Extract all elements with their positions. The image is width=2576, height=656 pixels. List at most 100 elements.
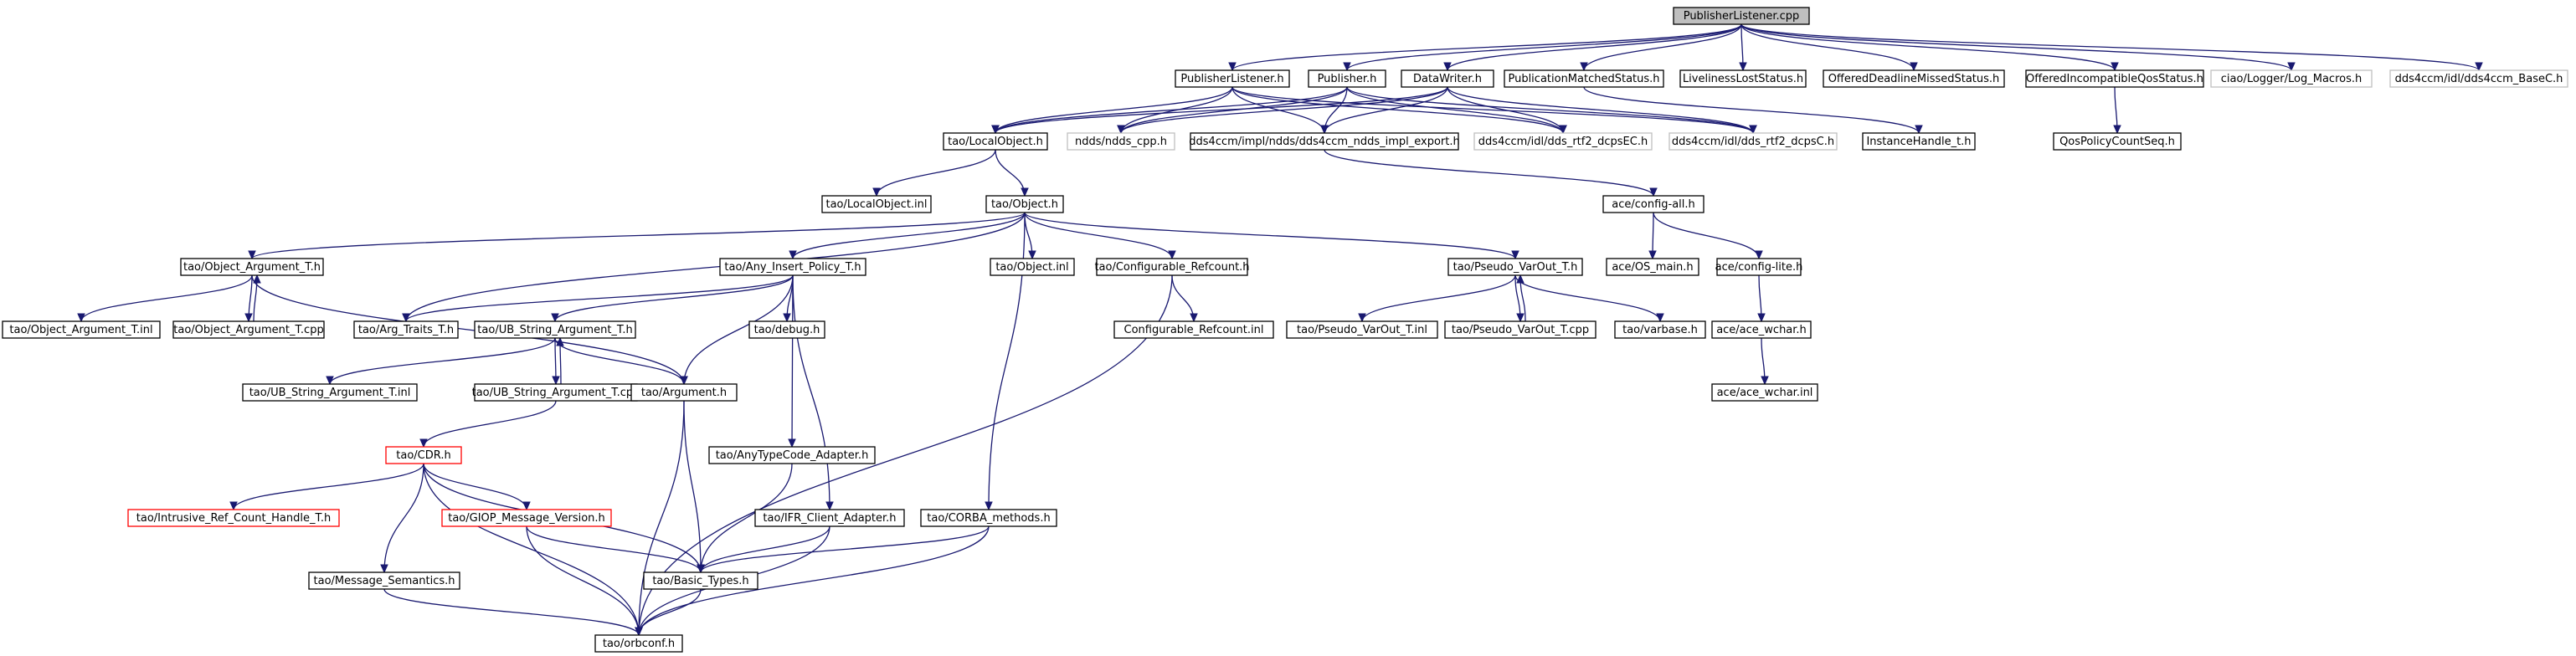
node-publicationmatchedstatus-h[interactable]: PublicationMatchedStatus.h xyxy=(1504,69,1664,88)
edge-tao-object-h-to-tao-configurable-refcount-h xyxy=(1024,212,1176,260)
edge-tao-cdr-h-to-tao-message-semantics-h xyxy=(380,463,424,574)
edge-datawriter-h-to-tao-localobject-h xyxy=(991,86,1448,135)
node-box xyxy=(1711,383,1818,402)
node-box xyxy=(1096,258,1248,276)
node-tao-arg-traits-t-h[interactable]: tao/Arg_Traits_T.h xyxy=(353,320,459,339)
node-tao-ub-string-argument-t-cpp[interactable]: tao/UB_String_Argument_T.cpp xyxy=(472,383,640,402)
edge-tao-object-h-to-tao-object-argument-t-h xyxy=(248,212,1026,260)
node-label: OfferedDeadlineMissedStatus.h xyxy=(1828,73,2000,85)
node-tao-localobject-h[interactable]: tao/LocalObject.h xyxy=(943,132,1048,151)
node-label: tao/LocalObject.inl xyxy=(825,198,927,211)
node-ace-config-all-h[interactable]: ace/config-all.h xyxy=(1602,195,1704,213)
node-tao-ifr-client-adapter-h[interactable]: tao/IFR_Client_Adapter.h xyxy=(754,509,905,527)
node-publisherlistener-cpp[interactable]: PublisherListener.cpp xyxy=(1673,7,1810,25)
node-offeredincompatibleqosstatus-h[interactable]: OfferedIncompatibleQosStatus.h xyxy=(2025,69,2204,88)
node-tao-pseudo-varout-t-cpp[interactable]: tao/Pseudo_VarOut_T.cpp xyxy=(1444,320,1597,339)
node-tao-cdr-h[interactable]: tao/CDR.h xyxy=(385,446,462,464)
node-ace-os-main-h[interactable]: ace/OS_main.h xyxy=(1606,258,1699,276)
edge-tao-object-h-to-tao-any-insert-policy-t-h xyxy=(789,212,1026,260)
node-tao-pseudo-varout-t-inl[interactable]: tao/Pseudo_VarOut_T.inl xyxy=(1286,320,1438,339)
node-configurable-refcount-inl[interactable]: Configurable_Refcount.inl xyxy=(1113,320,1274,339)
node-box xyxy=(719,258,866,276)
node-tao-basic-types-h[interactable]: tao/Basic_Types.h xyxy=(643,571,758,590)
node-ace-config-lite-h[interactable]: ace/config-lite.h xyxy=(1715,258,1803,276)
node-ciao-logger-log-macros-h[interactable]: ciao/Logger/Log_Macros.h xyxy=(2210,69,2373,88)
node-tao-configurable-refcount-h[interactable]: tao/Configurable_Refcount.h xyxy=(1094,258,1250,276)
node-dds4ccm-idl-dds-rtf2-dcpsc-h[interactable]: dds4ccm/idl/dds_rtf2_dcpsC.h xyxy=(1668,132,1838,151)
node-box xyxy=(180,258,324,276)
node-tao-object-inl[interactable]: tao/Object.inl xyxy=(990,258,1075,276)
node-tao-anytypecode-adapter-h[interactable]: tao/AnyTypeCode_Adapter.h xyxy=(708,446,876,464)
edge-tao-object-h-to-tao-corba-methods-h xyxy=(985,212,1026,511)
node-tao-ub-string-argument-t-inl[interactable]: tao/UB_String_Argument_T.inl xyxy=(242,383,418,402)
node-box xyxy=(2,320,161,339)
node-tao-object-argument-t-inl[interactable]: tao/Object_Argument_T.inl xyxy=(2,320,161,339)
node-qospolicycountseq-h[interactable]: QosPolicyCountSeq.h xyxy=(2053,132,2182,151)
node-dds4ccm-idl-dds4ccm-basec-h[interactable]: dds4ccm/idl/dds4ccm_BaseC.h xyxy=(2389,69,2568,88)
node-datawriter-h[interactable]: DataWriter.h xyxy=(1401,69,1494,88)
node-label: ndds/ndds_cpp.h xyxy=(1075,136,1167,148)
node-tao-object-argument-t-h[interactable]: tao/Object_Argument_T.h xyxy=(180,258,324,276)
node-box xyxy=(1190,132,1459,151)
node-offereddeadlinemissedstatus-h[interactable]: OfferedDeadlineMissedStatus.h xyxy=(1823,69,2005,88)
node-tao-debug-h[interactable]: tao/debug.h xyxy=(748,320,825,339)
edge-ace-config-all-h-to-ace-os-main-h xyxy=(1648,212,1657,260)
node-box xyxy=(821,195,932,213)
edge-publisher-h-to-ndds-ndds-cpp-h xyxy=(1117,86,1348,135)
node-ace-ace-wchar-inl[interactable]: ace/ace_wchar.inl xyxy=(1711,383,1818,402)
edge-tao-any-insert-policy-t-h-to-tao-ifr-client-adapter-h xyxy=(792,274,834,511)
node-label: Publisher.h xyxy=(1318,73,1377,85)
edge-tao-pseudo-varout-t-h-to-tao-pseudo-varout-t-cpp xyxy=(1514,274,1525,323)
node-tao-giop-message-version-h[interactable]: tao/GIOP_Message_Version.h xyxy=(441,509,612,527)
edge-ace-config-all-h-to-ace-config-lite-h xyxy=(1653,212,1763,260)
node-label: tao/orbconf.h xyxy=(603,638,675,650)
node-box xyxy=(1308,69,1386,88)
node-label: dds4ccm/idl/dds4ccm_BaseC.h xyxy=(2395,73,2563,85)
node-box xyxy=(1716,258,1802,276)
node-label: tao/Argument.h xyxy=(641,387,727,399)
node-ndds-ndds-cpp-h[interactable]: ndds/ndds_cpp.h xyxy=(1067,132,1175,151)
edge-publisherlistener-cpp-to-publicationmatchedstatus-h xyxy=(1580,23,1742,72)
node-box xyxy=(1401,69,1494,88)
node-box xyxy=(754,509,905,527)
node-label: ace/config-lite.h xyxy=(1715,261,1803,274)
edge-tao-any-insert-policy-t-h-to-tao-arg-traits-t-h xyxy=(402,274,794,323)
node-publisher-h[interactable]: Publisher.h xyxy=(1308,69,1386,88)
node-dds4ccm-idl-dds-rtf2-dcpsec-h[interactable]: dds4ccm/idl/dds_rtf2_dcpsEC.h xyxy=(1473,132,1653,151)
node-box xyxy=(1679,69,1807,88)
node-tao-orbconf-h[interactable]: tao/orbconf.h xyxy=(594,634,683,653)
node-box xyxy=(1614,320,1706,339)
node-tao-pseudo-varout-t-h[interactable]: tao/Pseudo_VarOut_T.h xyxy=(1447,258,1583,276)
node-tao-object-h[interactable]: tao/Object.h xyxy=(985,195,1064,213)
node-label: tao/Message_Semantics.h xyxy=(314,575,455,587)
node-label: DataWriter.h xyxy=(1413,73,1482,85)
node-box xyxy=(985,195,1064,213)
node-tao-varbase-h[interactable]: tao/varbase.h xyxy=(1614,320,1706,339)
node-label: tao/CORBA_methods.h xyxy=(927,512,1050,525)
node-label: tao/Object_Argument_T.cpp xyxy=(173,324,323,336)
node-tao-localobject-inl[interactable]: tao/LocalObject.inl xyxy=(821,195,932,213)
node-publisherlistener-h[interactable]: PublisherListener.h xyxy=(1175,69,1290,88)
node-box xyxy=(1862,132,1976,151)
edge-datawriter-h-to-dds4ccm-idl-dds-rtf2-dcpsec-h xyxy=(1447,86,1567,135)
node-ace-ace-wchar-h[interactable]: ace/ace_wchar.h xyxy=(1711,320,1812,339)
node-instancehandle-t-h[interactable]: InstanceHandle_t.h xyxy=(1862,132,1976,151)
node-tao-argument-h[interactable]: tao/Argument.h xyxy=(630,383,738,402)
node-tao-object-argument-t-cpp[interactable]: tao/Object_Argument_T.cpp xyxy=(172,320,325,339)
node-box xyxy=(594,634,683,653)
node-tao-any-insert-policy-t-h[interactable]: tao/Any_Insert_Policy_T.h xyxy=(719,258,866,276)
node-box xyxy=(127,509,340,527)
node-tao-corba-methods-h[interactable]: tao/CORBA_methods.h xyxy=(920,509,1057,527)
node-tao-message-semantics-h[interactable]: tao/Message_Semantics.h xyxy=(308,571,460,590)
node-dds4ccm-impl-ndds-dds4ccm-ndds-impl-export-h[interactable]: dds4ccm/impl/ndds/dds4ccm_ndds_impl_expo… xyxy=(1189,132,1460,151)
node-box xyxy=(2210,69,2373,88)
node-box xyxy=(1668,132,1838,151)
node-label: tao/Pseudo_VarOut_T.h xyxy=(1453,261,1578,274)
edge-tao-ifr-client-adapter-h-to-tao-basic-types-h xyxy=(697,525,830,574)
node-tao-intrusive-ref-count-handle-t-h[interactable]: tao/Intrusive_Ref_Count_Handle_T.h xyxy=(127,509,340,527)
node-livelinessloststatus-h[interactable]: LivelinessLostStatus.h xyxy=(1679,69,1807,88)
node-tao-ub-string-argument-t-h[interactable]: tao/UB_String_Argument_T.h xyxy=(474,320,636,339)
node-box xyxy=(441,509,612,527)
edge-tao-basic-types-h-to-tao-orbconf-h xyxy=(635,588,702,637)
